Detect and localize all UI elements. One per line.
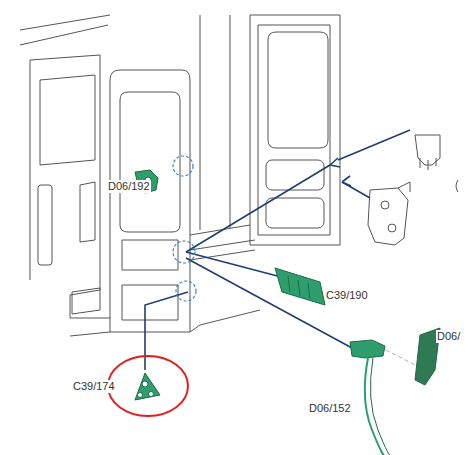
part-number: C39/190 (325, 289, 369, 302)
part-number: D06/192 (107, 180, 151, 193)
part-number: D06/152 (308, 402, 352, 415)
part-number: C39/174 (72, 380, 116, 393)
part-number: D06/ (436, 330, 461, 343)
